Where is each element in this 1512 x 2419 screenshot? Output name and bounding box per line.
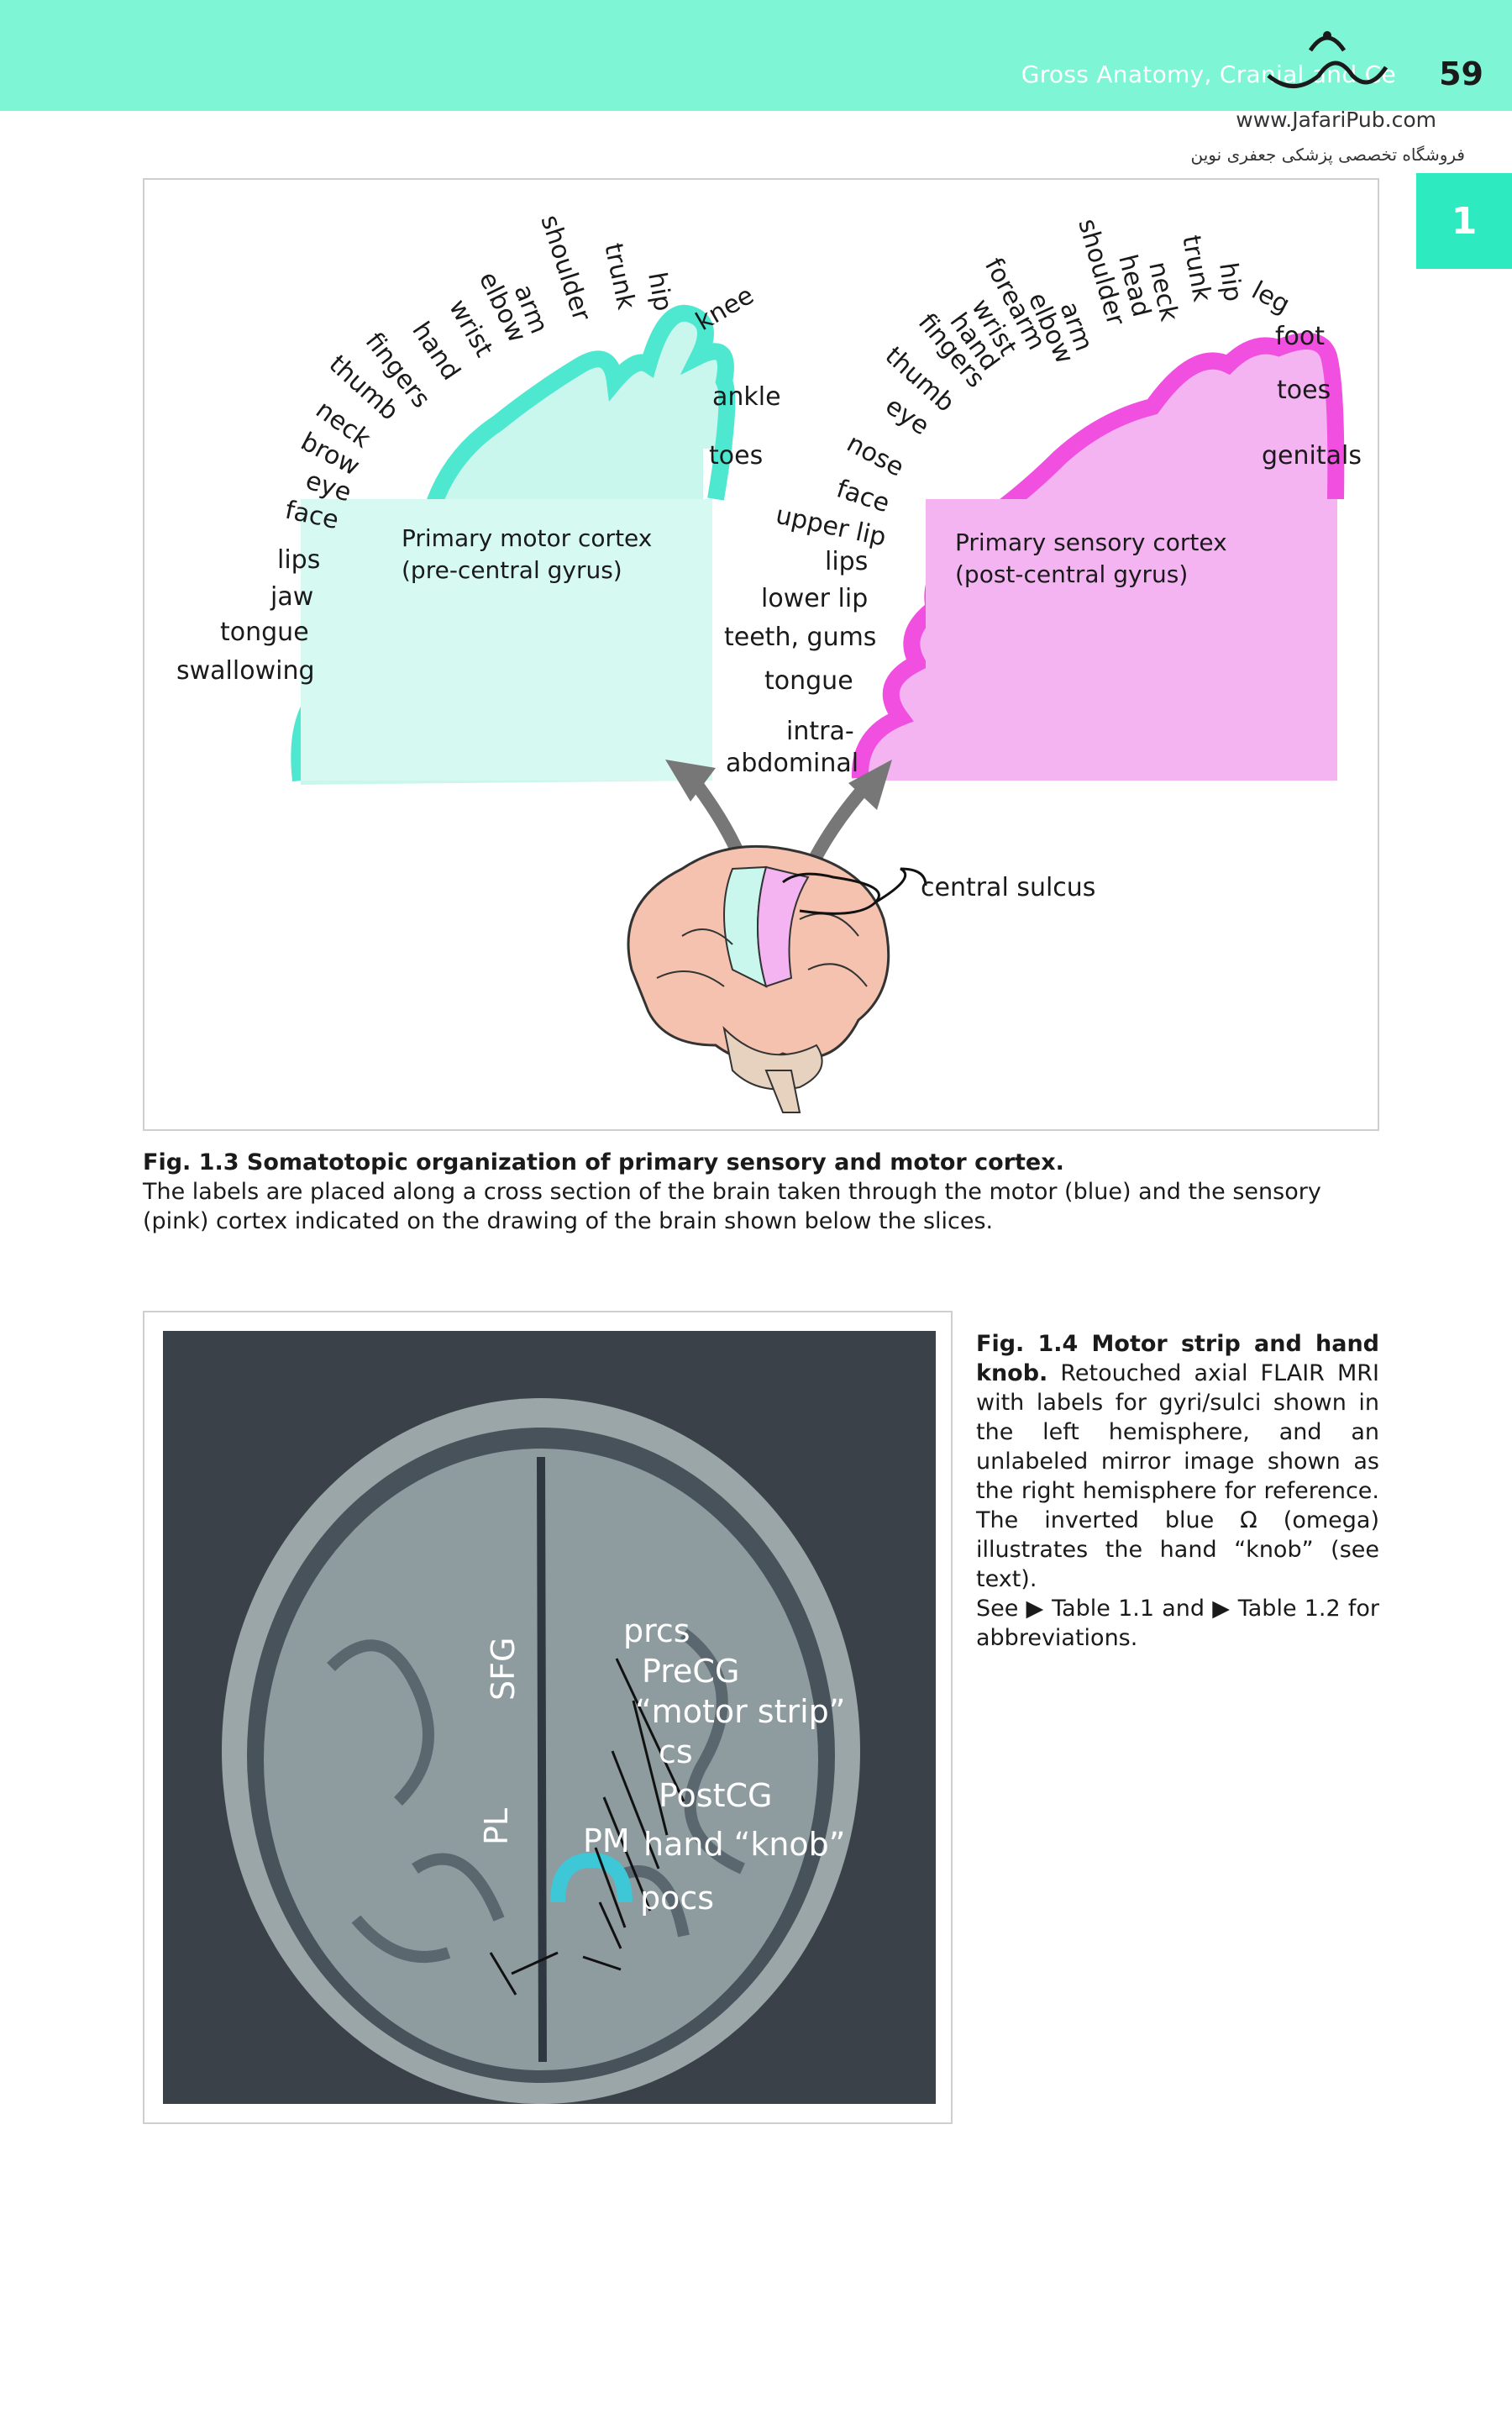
mri-image: prcs PreCG “motor strip” cs PostCG hand …	[163, 1331, 936, 2104]
figure-1-3: Primary motor cortex (pre-central gyrus)…	[143, 178, 1379, 1131]
label-pm: PM	[583, 1822, 630, 1859]
motor-part-knee: knee	[691, 281, 759, 337]
motor-part-tongue: tongue	[220, 618, 309, 647]
sensory-part-genitals: genitals	[1262, 441, 1362, 471]
figure-1-4-caption-title: Fig. 1.4 Motor strip and hand knob.	[976, 1331, 1379, 1386]
sensory-part-trunk: trunk	[1176, 233, 1216, 304]
publisher-url: www.JafariPub.com	[1236, 108, 1436, 132]
motor-part-swallowing: swallowing	[176, 656, 315, 686]
sensory-part-tongue: tongue	[764, 666, 853, 696]
figure-1-4-caption-body: Retouched axial FLAIR MRI with labels fo…	[976, 1360, 1379, 1592]
motor-part-trunk: trunk	[598, 240, 641, 313]
label-sfg: SFG	[485, 1638, 522, 1701]
motor-part-jaw: jaw	[270, 582, 313, 612]
sensory-part-lips: lips	[825, 547, 868, 576]
motor-part-lips: lips	[277, 545, 320, 575]
sensory-part-intra: intra-	[786, 717, 854, 746]
sensory-part-face: face	[833, 474, 894, 518]
sensory-part-foot: foot	[1275, 322, 1325, 351]
figure-1-4-caption-see: See ▶ Table 1.1 and ▶ Table 1.2 for abbr…	[976, 1596, 1379, 1651]
somatotopic-diagram: Primary motor cortex (pre-central gyrus)…	[176, 212, 1362, 1113]
label-postcg: PostCG	[659, 1777, 773, 1814]
central-sulcus-label: central sulcus	[921, 873, 1095, 902]
figure-1-3-caption-body: The labels are placed along a cross sect…	[143, 1179, 1321, 1234]
label-pocs: pocs	[640, 1880, 714, 1917]
page-header: Gross Anatomy, Cranial and Ce 59	[0, 0, 1512, 111]
motor-cortex-label-1: Primary motor cortex	[402, 524, 652, 552]
page-number: 59	[1439, 55, 1483, 92]
label-prcs: prcs	[623, 1612, 690, 1649]
figure-1-4-caption: Fig. 1.4 Motor strip and hand knob. Reto…	[976, 1329, 1379, 1653]
motor-part-ankle: ankle	[712, 382, 781, 412]
publisher-persian-text: فروشگاه تخصصی پزشکی جعفری نوین	[1190, 145, 1465, 165]
sensory-part-teeth-gums: teeth, gums	[724, 623, 876, 652]
sensory-part-abdominal: abdominal	[726, 749, 858, 778]
motor-part-toes: toes	[709, 441, 763, 471]
figure-1-3-caption: Fig. 1.3 Somatotopic organization of pri…	[143, 1148, 1379, 1236]
motor-cortex-body	[301, 499, 712, 781]
label-cs: cs	[659, 1733, 693, 1770]
sensory-part-toes: toes	[1277, 376, 1331, 405]
label-pl: PL	[478, 1808, 515, 1845]
sensory-part-lower-lip: lower lip	[761, 584, 868, 613]
motor-cortex-label-2: (pre-central gyrus)	[402, 556, 622, 584]
chapter-tab: 1	[1416, 173, 1512, 269]
brain-illustration	[627, 844, 927, 1113]
label-motor-strip: “motor strip”	[635, 1693, 846, 1730]
sensory-cortex-body	[926, 499, 1337, 781]
motor-part-hip: hip	[642, 270, 678, 313]
sensory-cortex-label-2: (post-central gyrus)	[955, 560, 1188, 588]
sensory-part-nose: nose	[842, 429, 909, 482]
sensory-cortex-label-1: Primary sensory cortex	[955, 528, 1227, 556]
sensory-part-leg: leg	[1247, 276, 1294, 319]
figure-1-3-caption-title: Fig. 1.3 Somatotopic organization of pri…	[143, 1149, 1064, 1175]
label-precg: PreCG	[642, 1653, 739, 1690]
sensory-part-hip: hip	[1213, 260, 1247, 303]
figure-1-4: prcs PreCG “motor strip” cs PostCG hand …	[143, 1311, 953, 2124]
publisher-logo-icon	[1267, 31, 1389, 88]
label-hand-knob: hand “knob”	[643, 1826, 846, 1863]
